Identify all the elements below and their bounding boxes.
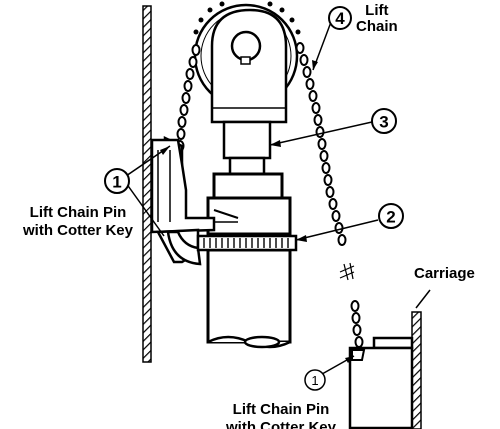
carriage-leader [415, 289, 431, 309]
cylinder-rod-top [222, 120, 272, 160]
label-lift-chain-pin: Lift Chain Pin with Cotter Key [22, 204, 133, 239]
mast-rail [142, 5, 152, 363]
callout-1-lower: 1 [304, 369, 326, 391]
cylinder-rod [228, 156, 266, 176]
cylinder-head [212, 172, 284, 200]
chain-collar [196, 234, 298, 252]
callout-2: 2 [378, 203, 404, 229]
label-carriage: Carriage [414, 265, 475, 282]
carriage-rail [411, 311, 422, 429]
callout-1: 1 [104, 168, 130, 194]
lift-cylinder [206, 120, 292, 349]
label-lift-chain: Lift Chain [356, 2, 398, 35]
lift-chain-lower-strand [350, 300, 364, 348]
lift-chain-left-strand [175, 44, 201, 152]
break-mark [339, 262, 355, 281]
callout-1-lower-number: 1 [311, 373, 318, 388]
cylinder-body [206, 196, 292, 236]
callout-1-number: 1 [112, 173, 121, 192]
callout-2-number: 2 [386, 208, 395, 227]
cylinder-barrel [206, 248, 292, 344]
lower-anchor-block [348, 336, 414, 429]
leader-arrowheads [160, 60, 354, 363]
sheave-bracket [210, 8, 288, 124]
label-lift-chain-pin-lower: Lift Chain Pin with Cotter Key [225, 401, 336, 429]
callout-4-number: 4 [335, 9, 345, 28]
lift-chain-right-strand [295, 42, 347, 246]
callout-3-number: 3 [379, 113, 388, 132]
chain-sprocket-links [193, 1, 301, 35]
callout-3: 3 [371, 108, 397, 134]
callout-4: 4 [328, 6, 352, 30]
support-bracket [155, 228, 202, 266]
